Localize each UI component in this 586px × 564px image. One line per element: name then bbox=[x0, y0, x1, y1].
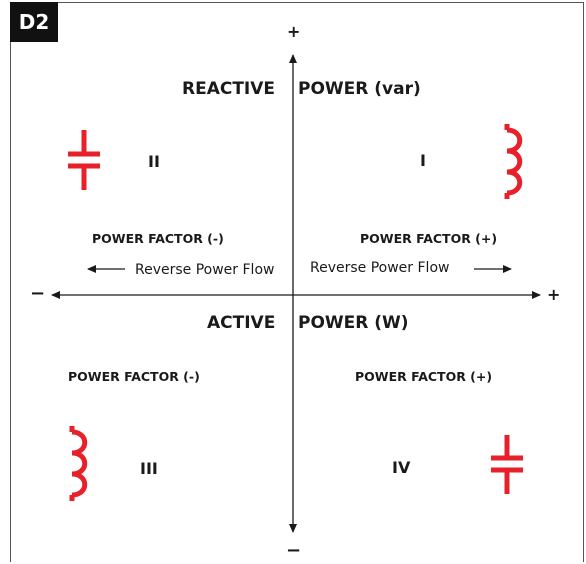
reverse-flow-label-left: Reverse Power Flow bbox=[135, 262, 275, 278]
quadrant-ii-label: II bbox=[148, 152, 160, 171]
quadrant-i-label: I bbox=[420, 151, 426, 170]
reactive-power-title: REACTIVE bbox=[182, 79, 276, 99]
power-factor-q1: POWER FACTOR (+) bbox=[360, 231, 498, 246]
reactive-power-unit: POWER (var) bbox=[298, 79, 421, 99]
inductor-icon bbox=[504, 124, 523, 199]
capacitor-icon bbox=[68, 130, 100, 190]
inductor-icon bbox=[69, 426, 88, 501]
active-power-unit: POWER (W) bbox=[298, 313, 409, 333]
diagram-frame bbox=[10, 2, 584, 562]
power-factor-q4: POWER FACTOR (+) bbox=[355, 369, 493, 384]
quadrant-iv-label: IV bbox=[392, 458, 411, 477]
reverse-flow-label-right: Reverse Power Flow bbox=[310, 260, 450, 276]
vertical-minus-label: − bbox=[286, 540, 302, 561]
capacitor-icon bbox=[491, 435, 523, 494]
active-power-title: ACTIVE bbox=[207, 313, 276, 333]
power-factor-q2: POWER FACTOR (-) bbox=[92, 231, 224, 246]
figure-badge: D2 bbox=[10, 2, 58, 42]
horizontal-minus-label: − bbox=[30, 283, 46, 304]
vertical-plus-label: + bbox=[287, 22, 301, 41]
power-factor-q3: POWER FACTOR (-) bbox=[68, 369, 200, 384]
horizontal-plus-label: + bbox=[547, 285, 561, 304]
quadrant-iii-label: III bbox=[140, 459, 158, 478]
